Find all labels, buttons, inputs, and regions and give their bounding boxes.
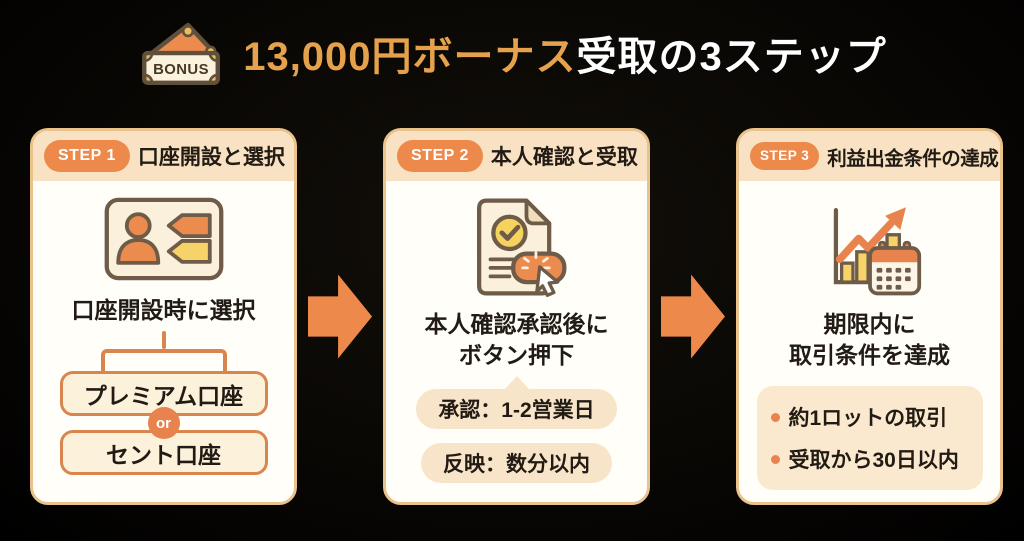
or-badge: or: [147, 407, 180, 439]
step-2-title-line2: ボタン押下: [459, 342, 574, 368]
step-3-title: 期限内に 取引条件を達成: [789, 309, 950, 371]
bonus-ticket-label: BONUS: [153, 62, 209, 78]
id-card-icon: [104, 197, 223, 281]
premium-account-option: プレミアム口座: [59, 371, 268, 416]
condition-text: 受取から30日以内: [788, 449, 959, 472]
step-2-icon-box: [460, 195, 574, 301]
right-arrow-icon: [308, 274, 372, 359]
step-3-title-line1: 期限内に: [823, 311, 916, 337]
step-1-card: STEP 1 口座開設と選択 口座開設時に選択 プレミアム口座: [30, 128, 297, 505]
condition-item-days: 受取から30日以内: [770, 444, 969, 474]
branch-bracket-line: [100, 349, 227, 371]
steps-row: STEP 1 口座開設と選択 口座開設時に選択 プレミアム口座: [30, 128, 1003, 505]
chart-calendar-icon: [833, 207, 921, 296]
step-3-body: 期限内に 取引条件を達成 約1ロットの取引 受取から30日以内: [739, 181, 1000, 502]
right-arrow-icon: [661, 274, 725, 359]
bullet-dot-icon: [770, 412, 780, 422]
condition-text: 約1ロットの取引: [788, 407, 948, 430]
page-title-highlight: 13,000円ボーナス: [243, 35, 577, 79]
step-1-header: STEP 1 口座開設と選択: [33, 131, 294, 181]
step-1-heading: 口座開設と選択: [137, 146, 285, 169]
branch-stem-line: [161, 331, 166, 349]
step-2-heading: 本人確認と受取: [490, 146, 638, 169]
step-3-title-line2: 取引条件を達成: [789, 342, 950, 368]
step-3-card: STEP 3 利益出金条件の達成: [736, 128, 1003, 505]
page-title: 13,000円ボーナス受取の3ステップ: [243, 24, 887, 82]
reflection-time-pill: 反映：数分以内: [421, 443, 612, 483]
approval-time-pill: 承認：1-2営業日: [416, 389, 617, 429]
step-1-badge: STEP 1: [44, 140, 130, 172]
step-3-heading: 利益出金条件の達成: [827, 147, 999, 170]
page-title-rest: 受取の3ステップ: [576, 35, 887, 79]
step-2-header: STEP 2 本人確認と受取: [386, 131, 647, 181]
speech-tail-icon: [504, 376, 529, 389]
title-row: BONUS 13,000円ボーナス受取の3ステップ: [0, 14, 1024, 92]
condition-item-lot: 約1ロットの取引: [770, 402, 969, 432]
step-2-title-line1: 本人確認承認後に: [424, 311, 609, 337]
step-3-header: STEP 3 利益出金条件の達成: [739, 131, 1000, 181]
arrow-slot-1: [297, 128, 383, 505]
step-3-badge: STEP 3: [750, 142, 820, 170]
step-1-icon-box: [102, 195, 226, 283]
step-1-title: 口座開設時に選択: [71, 297, 256, 323]
bullet-dot-icon: [770, 454, 780, 464]
step-2-title: 本人確認承認後に ボタン押下: [425, 309, 609, 371]
step-2-badge: STEP 2: [397, 140, 483, 172]
conditions-box: 約1ロットの取引 受取から30日以内: [756, 386, 983, 490]
document-check-click-icon: [476, 198, 566, 297]
step-1-body: 口座開設時に選択 プレミアム口座 or セント口座: [33, 181, 294, 502]
step-3-icon-box: [813, 195, 927, 301]
arrow-slot-2: [650, 128, 736, 505]
step-2-card: STEP 2 本人確認と受取: [383, 128, 650, 505]
step-2-body: 本人確認承認後に ボタン押下 承認：1-2営業日 反映：数分以内: [386, 181, 647, 502]
bonus-ticket-icon: BONUS: [142, 22, 221, 85]
